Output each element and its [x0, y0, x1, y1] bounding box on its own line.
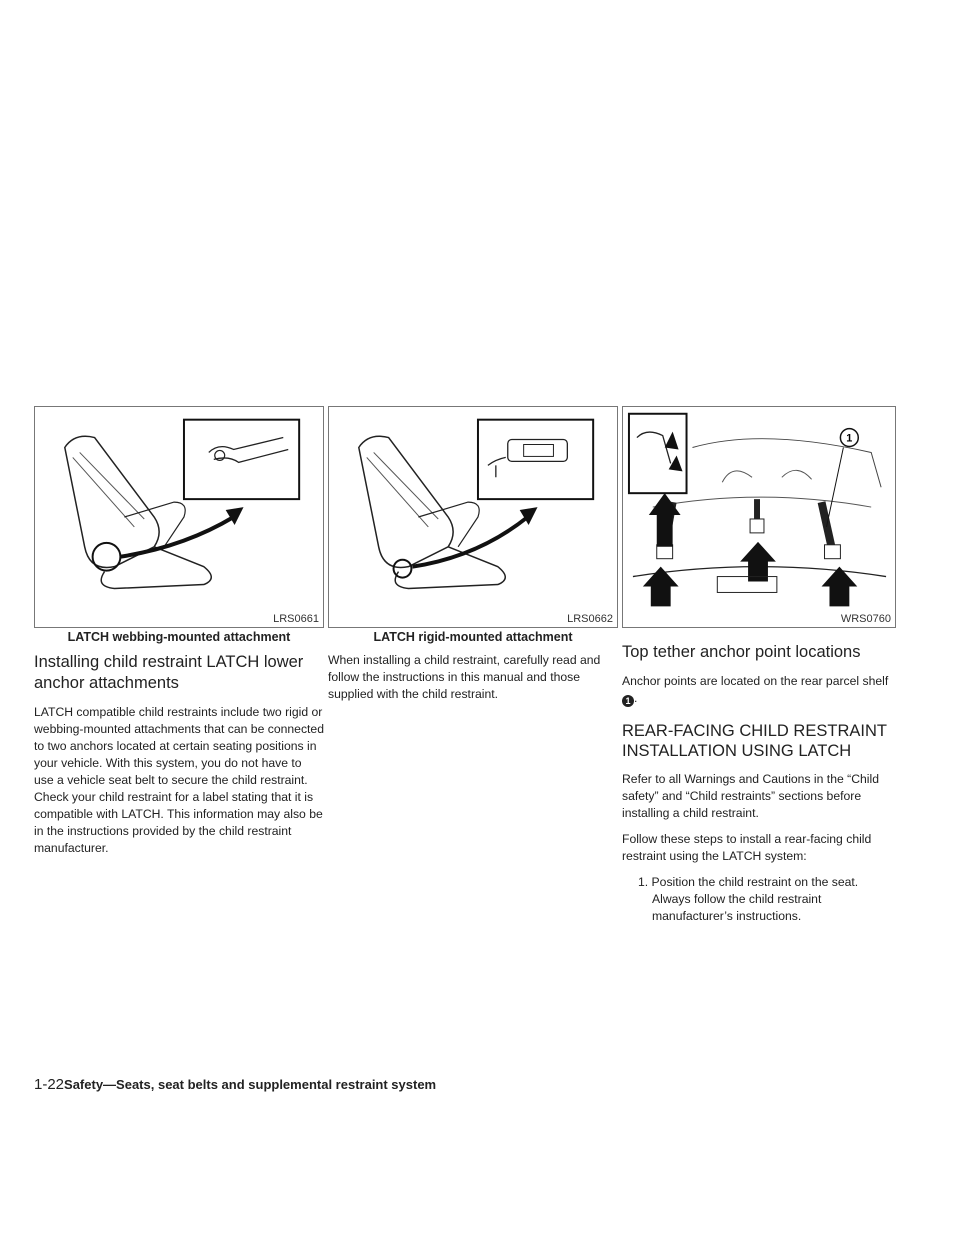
section-heading-caps: REAR-FACING CHILD RESTRAINT INSTALLATION…	[622, 722, 887, 760]
body-paragraph: When installing a child restraint, caref…	[328, 653, 601, 701]
figure-caption: LATCH rigid-mounted attachment	[373, 630, 573, 644]
body-paragraph: LATCH compatible child restraints includ…	[34, 705, 324, 855]
figure-code: LRS0662	[567, 613, 613, 625]
step-item: 1. Position the child restraint on the s…	[638, 875, 859, 923]
section-title: Safety—Seats, seat belts and supplementa…	[64, 1077, 437, 1092]
page-footer: 1-22Safety—Seats, seat belts and supplem…	[34, 1076, 436, 1093]
figure-webbing-mounted: LRS0661	[34, 406, 324, 628]
column-2: LRS0662 LATCH rigid-mounted attachment W…	[328, 406, 618, 712]
parcel-shelf-illustration: 1	[627, 412, 887, 607]
figure-rigid-mounted: LRS0662	[328, 406, 618, 628]
section-heading: Installing child restraint LATCH lower a…	[34, 653, 304, 692]
figure-tether-anchors: 1 WRS0760	[622, 406, 896, 628]
figure-callout-1: 1	[846, 433, 852, 445]
figure-code: LRS0661	[273, 613, 319, 625]
body-text: Anchor points are located on the rear pa…	[622, 674, 889, 688]
figure-caption: LATCH webbing-mounted attachment	[67, 630, 291, 644]
figure-code: WRS0760	[840, 613, 891, 625]
callout-1-icon: 1	[622, 695, 634, 707]
column-1: LRS0661 LATCH webbing-mounted attachment…	[34, 406, 324, 866]
body-paragraph: Follow these steps to install a rear-fac…	[622, 832, 872, 863]
body-paragraph: Anchor points are located on the rear pa…	[622, 674, 889, 707]
column-3: 1 WRS0760 Top tether anchor point locati…	[622, 406, 896, 925]
section-heading: Top tether anchor point locations	[622, 643, 861, 661]
body-paragraph: Refer to all Warnings and Cautions in th…	[622, 772, 879, 820]
seat-webbing-illustration	[64, 418, 301, 590]
seat-rigid-illustration	[358, 418, 595, 590]
page-number: 1-22	[34, 1076, 65, 1093]
